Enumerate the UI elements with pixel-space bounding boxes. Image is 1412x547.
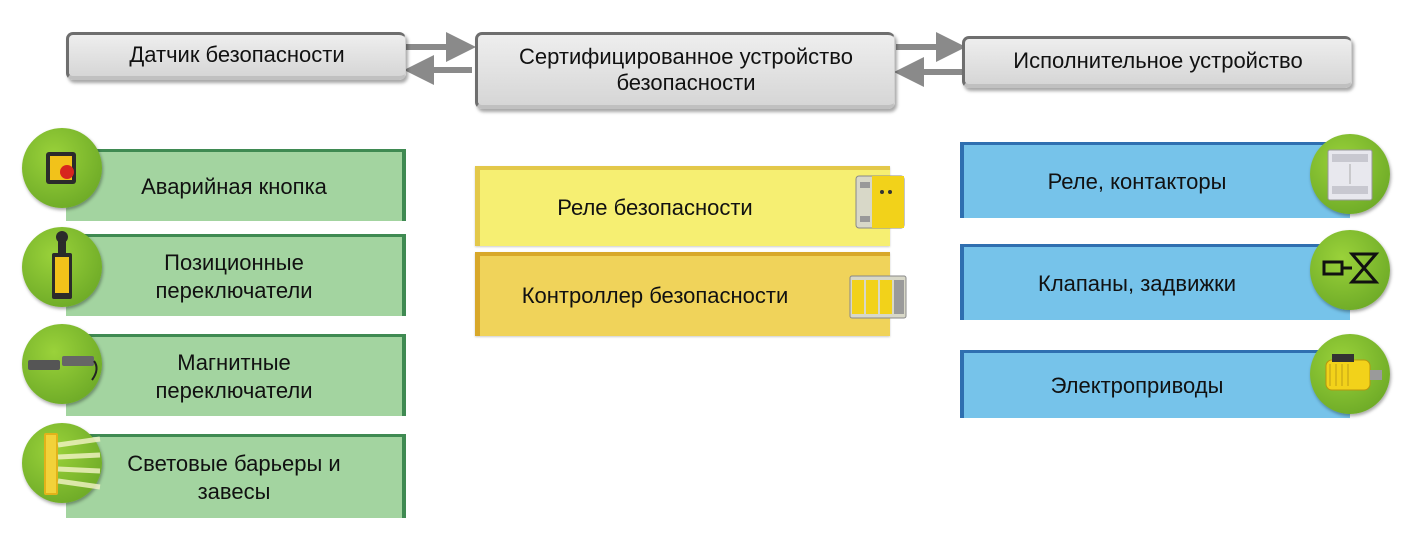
actuator-item-label: Клапаны, задвижки xyxy=(1038,270,1236,296)
header-certified-box: Сертифицированное устройство безопасност… xyxy=(475,32,895,109)
safety-relay-icon xyxy=(852,172,908,232)
sensor-item-label: Световые барьеры и завесы xyxy=(127,451,341,504)
header-actuator-box: Исполнительное устройство xyxy=(962,36,1352,88)
position-switch-icon xyxy=(22,227,102,307)
header-sensor-label: Датчик безопасности xyxy=(129,42,345,68)
valve-icon xyxy=(1310,230,1390,310)
device-item-safety-controller: Контроллер безопасности xyxy=(475,252,890,336)
device-item-safety-relay: Реле безопасности xyxy=(475,166,890,246)
header-certified-label: Сертифицированное устройство безопасност… xyxy=(519,43,853,95)
actuator-item-motors: Электроприводы xyxy=(960,350,1350,418)
contactor-icon xyxy=(1310,134,1390,214)
safety-controller-icon xyxy=(848,272,908,322)
device-item-label: Реле безопасности xyxy=(557,195,753,221)
header-sensor-box: Датчик безопасности xyxy=(66,32,406,80)
sensor-item-emergency-button: Аварийная кнопка xyxy=(66,149,406,221)
magnetic-switch-icon xyxy=(22,324,102,404)
device-item-label: Контроллер безопасности xyxy=(521,283,789,309)
sensor-item-light-curtains: Световые барьеры и завесы xyxy=(66,434,406,518)
actuator-item-valves: Клапаны, задвижки xyxy=(960,244,1350,320)
light-curtain-icon xyxy=(22,423,102,503)
sensor-item-magnetic-switches: Магнитные переключатели xyxy=(66,334,406,416)
actuator-item-contactors: Реле, контакторы xyxy=(960,142,1350,218)
actuator-item-label: Реле, контакторы xyxy=(1047,168,1227,194)
emergency-stop-icon xyxy=(22,128,102,208)
actuator-item-label: Электроприводы xyxy=(1050,372,1224,398)
sensor-item-label: Аварийная кнопка xyxy=(141,173,327,199)
header-actuator-label: Исполнительное устройство xyxy=(1013,48,1303,74)
sensor-item-position-switches: Позиционные переключатели xyxy=(66,234,406,316)
sensor-item-label: Магнитные переключатели xyxy=(155,350,313,403)
sensor-item-label: Позиционные переключатели xyxy=(155,250,313,303)
electric-motor-icon xyxy=(1310,334,1390,414)
